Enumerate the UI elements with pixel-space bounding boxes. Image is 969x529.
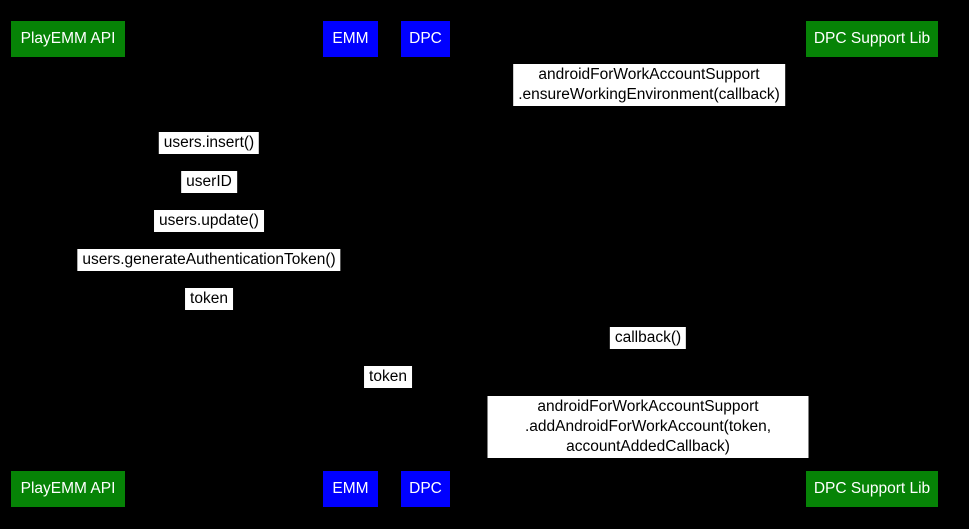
- actor-top-emm: EMM: [323, 21, 378, 57]
- actor-top-dpc-support-lib: DPC Support Lib: [806, 21, 938, 57]
- message-label-token-to-playemm: token: [185, 288, 233, 310]
- actor-bottom-dpc: DPC: [401, 471, 450, 507]
- actor-top-dpc: DPC: [401, 21, 450, 57]
- message-label-users-update: users.update(): [154, 210, 264, 232]
- message-label-generate-authentication-token: users.generateAuthenticationToken(): [77, 249, 341, 271]
- actor-top-playemm-api: PlayEMM API: [11, 21, 125, 57]
- actor-bottom-emm: EMM: [323, 471, 378, 507]
- message-label-userid: userID: [181, 171, 237, 193]
- message-label-add-android-for-work-account: androidForWorkAccountSupport .addAndroid…: [487, 396, 809, 458]
- actor-bottom-playemm-api: PlayEMM API: [11, 471, 125, 507]
- actor-bottom-dpc-support-lib: DPC Support Lib: [806, 471, 938, 507]
- message-label-token-to-dpc: token: [364, 366, 412, 388]
- message-label-users-insert: users.insert(): [158, 132, 260, 154]
- message-label-ensure-working-environment: androidForWorkAccountSupport .ensureWork…: [513, 64, 785, 106]
- message-label-callback: callback(): [609, 327, 687, 349]
